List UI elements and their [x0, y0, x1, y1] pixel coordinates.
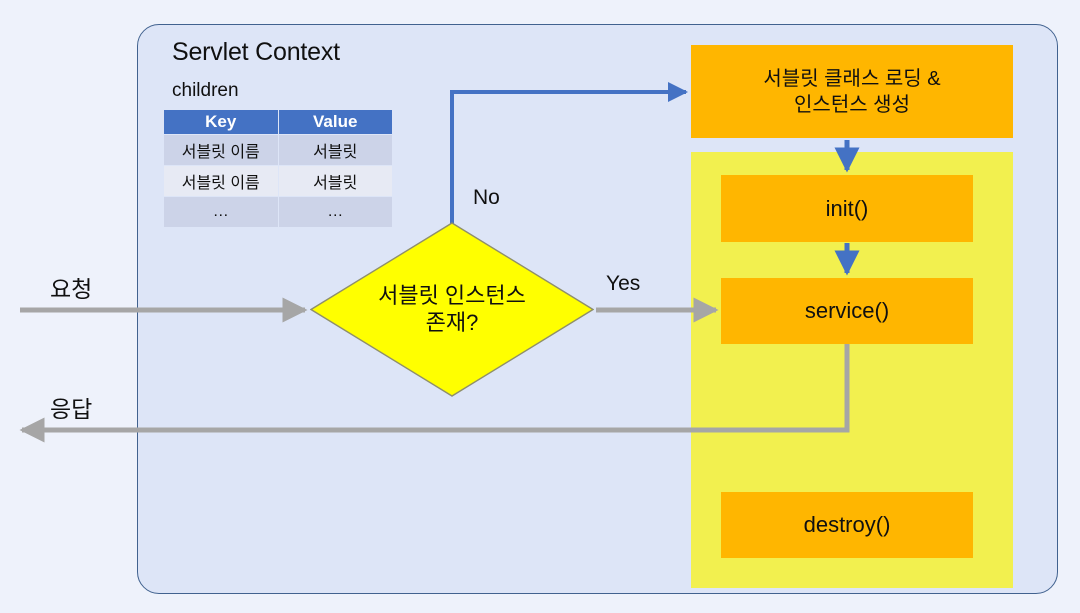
- children-table: Key Value 서블릿 이름 서블릿 서블릿 이름 서블릿 … …: [163, 109, 393, 228]
- cell-value: 서블릿: [278, 166, 392, 196]
- children-label: children: [172, 80, 239, 101]
- servlet-context-title: Servlet Context: [172, 38, 340, 66]
- response-label: 응답: [50, 396, 93, 422]
- table-row: … …: [164, 197, 392, 227]
- service-method-box: service(): [721, 278, 973, 344]
- load-box-line-2: 인스턴스 생성: [794, 93, 910, 116]
- column-header-key: Key: [164, 110, 278, 134]
- cell-value: 서블릿: [278, 135, 392, 165]
- cell-key: …: [164, 197, 278, 227]
- branch-label-no: No: [473, 186, 500, 209]
- table-row: 서블릿 이름 서블릿: [164, 166, 392, 196]
- servlet-load-box: 서블릿 클래스 로딩 & 인스턴스 생성: [691, 45, 1013, 138]
- request-label: 요청: [50, 276, 93, 302]
- destroy-method-box: destroy(): [721, 492, 973, 558]
- decision-diamond: 서블릿 인스턴스 존재?: [310, 222, 594, 397]
- table-row: 서블릿 이름 서블릿: [164, 135, 392, 165]
- init-method-box: init(): [721, 175, 973, 242]
- column-header-value: Value: [278, 110, 392, 134]
- cell-key: 서블릿 이름: [164, 166, 278, 196]
- cell-key: 서블릿 이름: [164, 135, 278, 165]
- load-box-line-1: 서블릿 클래스 로딩 &: [763, 67, 941, 90]
- cell-value: …: [278, 197, 392, 227]
- branch-label-yes: Yes: [606, 272, 641, 295]
- table-header-row: Key Value: [164, 110, 392, 134]
